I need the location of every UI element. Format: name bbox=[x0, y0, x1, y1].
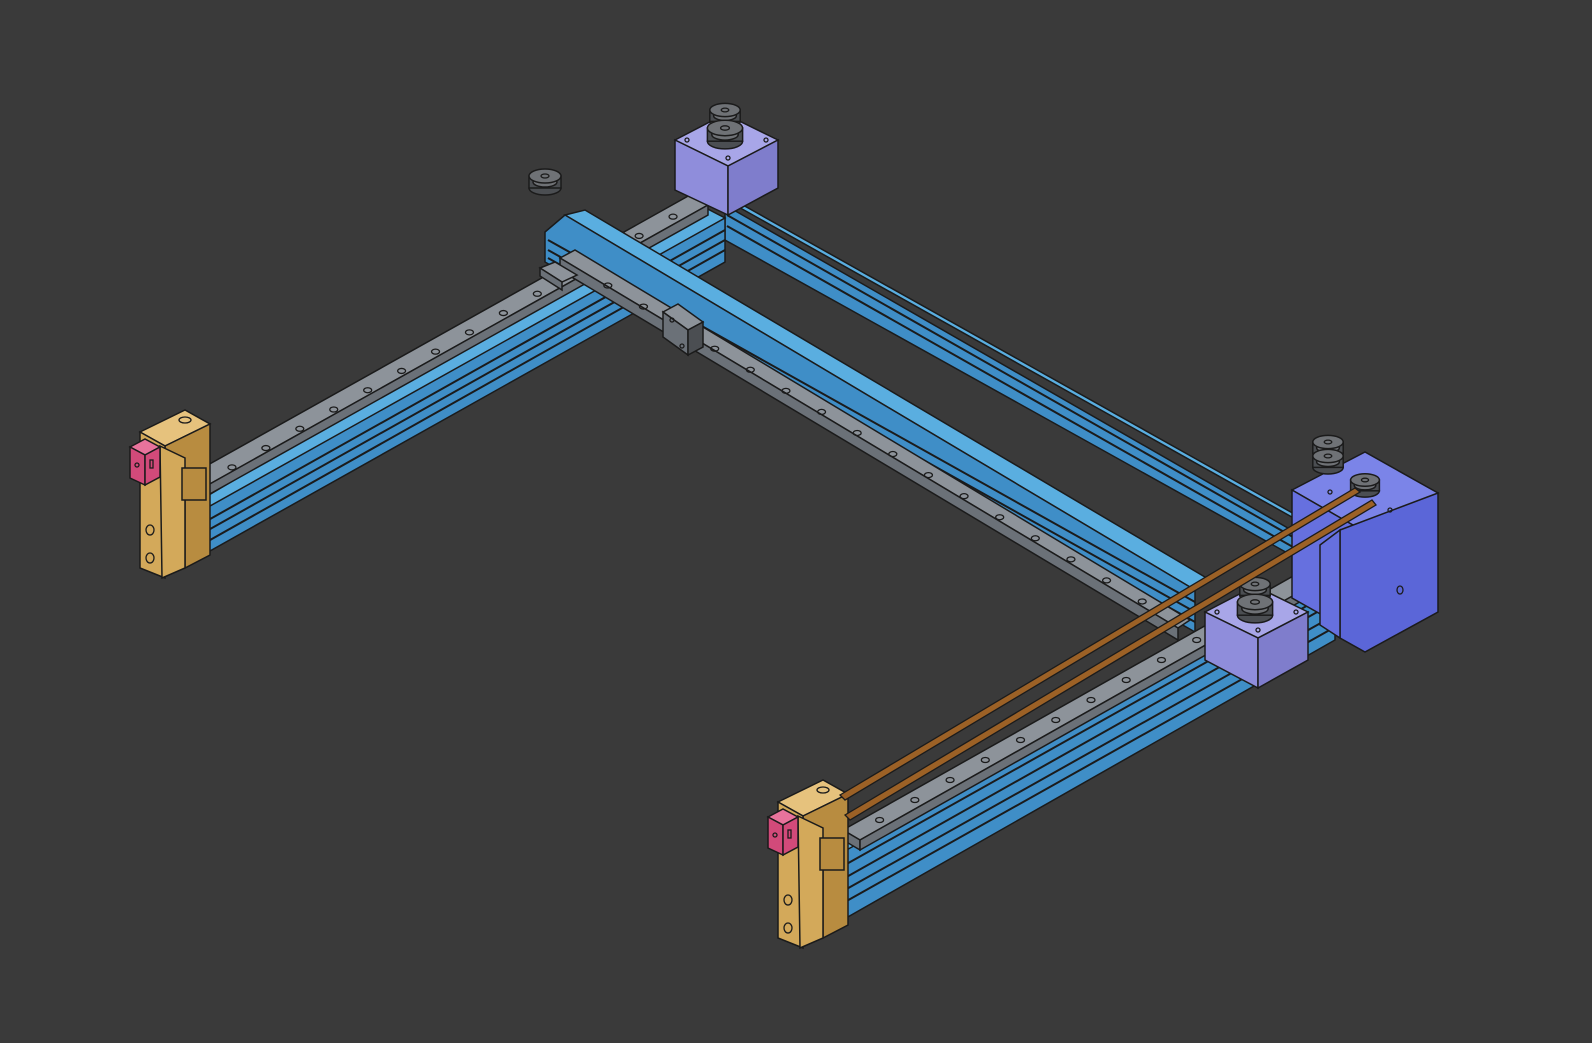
toolhead-idler-pulley-1b bbox=[1312, 448, 1344, 475]
x-rail bbox=[558, 249, 1192, 642]
rail-mount-hole bbox=[464, 329, 475, 336]
rail-mount-hole bbox=[1156, 656, 1167, 664]
rail-mount-hole bbox=[980, 756, 990, 764]
rail-mount-hole bbox=[1030, 535, 1040, 542]
rail-mount-hole bbox=[1121, 676, 1131, 684]
rail-mount-hole bbox=[1101, 577, 1112, 584]
rail-mount-hole bbox=[498, 309, 509, 317]
rail-mount-hole bbox=[781, 387, 791, 394]
rail-mount-hole bbox=[745, 366, 755, 373]
x-rail-end-block bbox=[538, 261, 579, 292]
front-motor-pulley-base bbox=[1236, 593, 1274, 624]
rail-mount-hole bbox=[638, 303, 649, 310]
rail-mount-hole bbox=[363, 387, 373, 394]
rail-mount-hole bbox=[995, 514, 1005, 521]
rail-mount-hole bbox=[959, 493, 969, 500]
left-endstop bbox=[128, 438, 162, 487]
rail-mount-hole bbox=[1015, 736, 1026, 744]
loose-idler-pulley bbox=[528, 168, 562, 196]
rail-mount-hole bbox=[816, 408, 827, 416]
rail-mount-hole bbox=[261, 444, 271, 452]
right-endstop bbox=[766, 808, 800, 857]
rail-mount-hole bbox=[1192, 636, 1202, 644]
rear-motor-pulley-base bbox=[706, 119, 744, 150]
rail-mount-hole bbox=[329, 406, 339, 413]
rail-mount-hole bbox=[634, 232, 644, 240]
left-front-bracket bbox=[138, 409, 212, 580]
rail-mount-hole bbox=[1066, 556, 1076, 563]
rail-mount-hole bbox=[396, 367, 407, 375]
rail-mount-hole bbox=[1137, 598, 1147, 605]
rail-mount-hole bbox=[852, 429, 862, 437]
rail-mount-hole bbox=[295, 425, 305, 432]
rail-mount-hole bbox=[532, 290, 542, 297]
rail-mount-hole bbox=[910, 796, 920, 804]
rail-mount-hole bbox=[874, 816, 885, 824]
rail-mount-hole bbox=[888, 450, 898, 458]
rail-mount-hole bbox=[1086, 696, 1096, 704]
rail-mount-hole bbox=[668, 213, 678, 220]
rail-mount-hole bbox=[227, 464, 237, 471]
rail-mount-hole bbox=[1051, 716, 1061, 724]
x-belt-upper bbox=[838, 487, 1362, 801]
toolhead-idler-pulley-2 bbox=[1349, 472, 1381, 498]
rail-mount-hole bbox=[710, 345, 720, 352]
x-belt-lower bbox=[843, 499, 1377, 821]
rail-mount-hole bbox=[430, 348, 441, 355]
rail-mount-hole bbox=[603, 282, 613, 289]
rail-mount-hole bbox=[945, 776, 955, 784]
x-carriage-block bbox=[661, 303, 705, 357]
rail-mount-hole bbox=[923, 471, 934, 479]
right-front-bracket bbox=[776, 779, 850, 950]
